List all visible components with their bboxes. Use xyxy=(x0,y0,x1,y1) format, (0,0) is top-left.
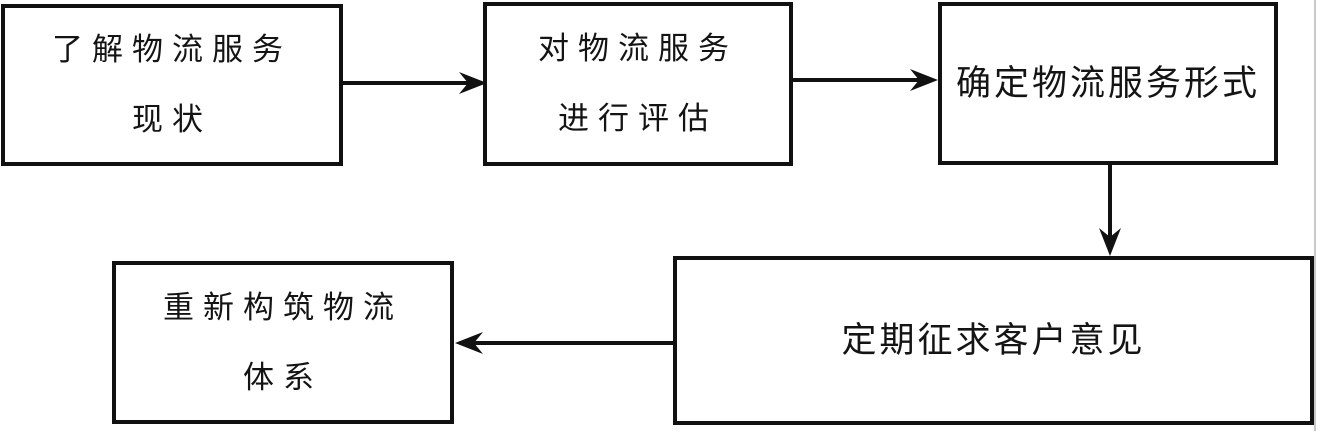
flow-box-rebuild-system: 重新构筑物流 体系 xyxy=(112,261,454,424)
flow-box-label: 现状 xyxy=(132,102,212,137)
flow-box-label: 重新构筑物流 xyxy=(163,289,403,325)
flow-box-label: 体系 xyxy=(243,359,323,395)
flow-box-understand-status: 了解物流服务 现状 xyxy=(1,4,343,166)
flow-box-label: 进行评估 xyxy=(558,101,718,136)
flow-box-determine-form: 确定物流服务形式 xyxy=(938,2,1278,165)
arrow-right-icon xyxy=(793,69,938,91)
arrow-left-icon xyxy=(455,332,673,354)
flow-box-label: 了解物流服务 xyxy=(52,32,292,67)
flow-box-solicit-feedback: 定期征求客户意见 xyxy=(673,256,1314,425)
scan-edge-artifact xyxy=(1314,0,1316,431)
flow-box-evaluate-service: 对物流服务 进行评估 xyxy=(483,2,793,166)
arrow-down-icon xyxy=(1099,165,1121,256)
flow-box-label: 对物流服务 xyxy=(538,31,738,66)
arrow-right-icon xyxy=(343,72,487,94)
flow-box-label: 确定物流服务形式 xyxy=(955,63,1260,103)
flow-box-label: 定期征求客户意见 xyxy=(841,320,1146,360)
